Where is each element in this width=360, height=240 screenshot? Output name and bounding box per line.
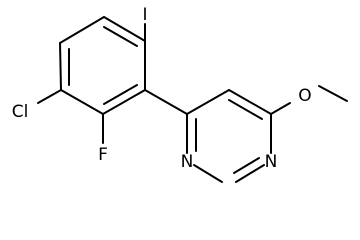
bond-c6p-oxygen [270, 102, 291, 115]
double-bond-n1-c2p [233, 157, 260, 174]
double-bond-c2-c3 [103, 26, 138, 47]
double-bond-c5p-c6p [228, 99, 263, 120]
bond-c2p-n3 [193, 164, 223, 183]
bond-c1-c2 [59, 16, 105, 44]
atom-label-chlorine: Cl [12, 102, 29, 122]
bond-c4-c5 [102, 89, 146, 115]
double-bond-c4-c5 [103, 84, 138, 105]
atom-label-nitrogen-1: N [265, 152, 278, 172]
bond-c6-chlorine [37, 89, 62, 104]
benzene-ring [59, 16, 146, 115]
bond-n1-c2p [235, 164, 265, 183]
atom-label-oxygen: O [298, 86, 311, 106]
bond-c4p-c5p [186, 89, 230, 115]
structure-canvas: I Cl F O N N [12, 5, 348, 183]
bond-c2-c3 [103, 16, 146, 42]
bond-c6-c1 [59, 42, 62, 91]
atom-label-nitrogen-3: N [181, 152, 194, 172]
bond-c5-c6 [60, 89, 104, 115]
atom-label-fluorine: F [98, 145, 108, 165]
molecule-structure: I Cl F O N N [12, 5, 348, 183]
bond-biaryl [144, 89, 188, 115]
pyrimidine-ring [186, 89, 272, 183]
atom-label-iodine: I [142, 5, 147, 25]
bond-c5p-c6p [228, 89, 272, 115]
bond-oxygen-methyl [318, 85, 348, 102]
